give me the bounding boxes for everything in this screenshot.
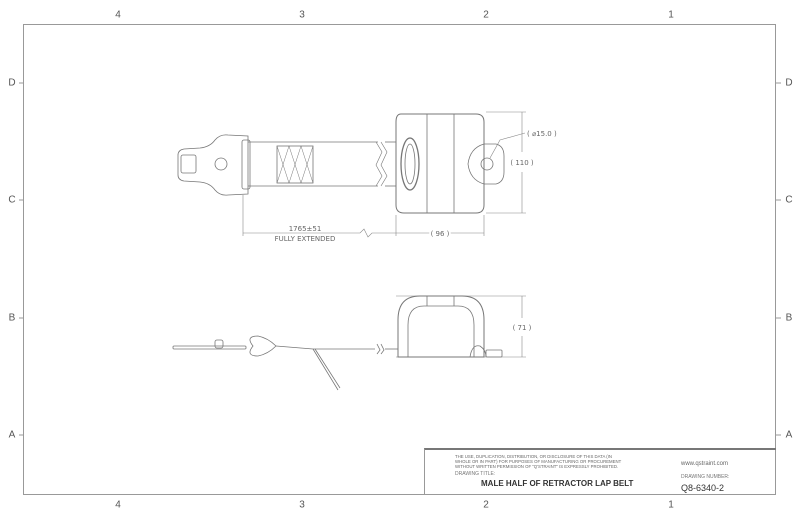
length-dimension: 1765±51	[289, 225, 322, 233]
drawing-title: MALE HALF OF RETRACTOR LAP BELT	[481, 479, 634, 488]
zone-row-c-left: C	[8, 194, 16, 206]
side-view	[172, 295, 503, 391]
disclaimer-text: THE USE, DUPLICATION, DISTRIBUTION, OR D…	[455, 454, 622, 469]
drawing-number: Q8-6340-2	[681, 483, 725, 493]
zone-row-c-right: C	[785, 194, 793, 206]
title-block: THE USE, DUPLICATION, DISTRIBUTION, OR D…	[424, 448, 776, 494]
zone-column-3-top: 3	[299, 9, 305, 21]
zone-row-b-right: B	[785, 312, 793, 324]
side-height-dimension: ( 71 )	[513, 324, 532, 332]
zone-column-2-top: 2	[483, 9, 489, 21]
zone-column-3-bottom: 3	[299, 499, 305, 511]
zone-column-2-bottom: 2	[483, 499, 489, 511]
length-note: FULLY EXTENDED	[275, 235, 336, 243]
zone-row-d-right: D	[785, 77, 793, 89]
drawing-frame	[23, 24, 776, 495]
zone-column-1-bottom: 1	[668, 499, 674, 511]
zone-column-1-top: 1	[668, 9, 674, 21]
drawing-number-label: DRAWING NUMBER:	[681, 474, 730, 480]
zone-row-a-left: A	[8, 429, 16, 441]
height-dimension: ( 110 )	[510, 159, 534, 167]
zone-row-a-right: A	[785, 429, 793, 441]
top-view	[177, 113, 505, 214]
zone-column-4-bottom: 4	[115, 499, 121, 511]
zone-row-d-left: D	[8, 77, 16, 89]
zone-row-b-left: B	[8, 312, 16, 324]
drawing-title-label: DRAWING TITLE:	[455, 471, 496, 477]
hole-diameter-dimension: ( ⌀15.0 )	[527, 130, 557, 138]
website-text: www.qstraint.com	[681, 461, 729, 467]
zone-column-4-top: 4	[115, 9, 121, 21]
width-dimension: ( 96 )	[431, 230, 450, 238]
